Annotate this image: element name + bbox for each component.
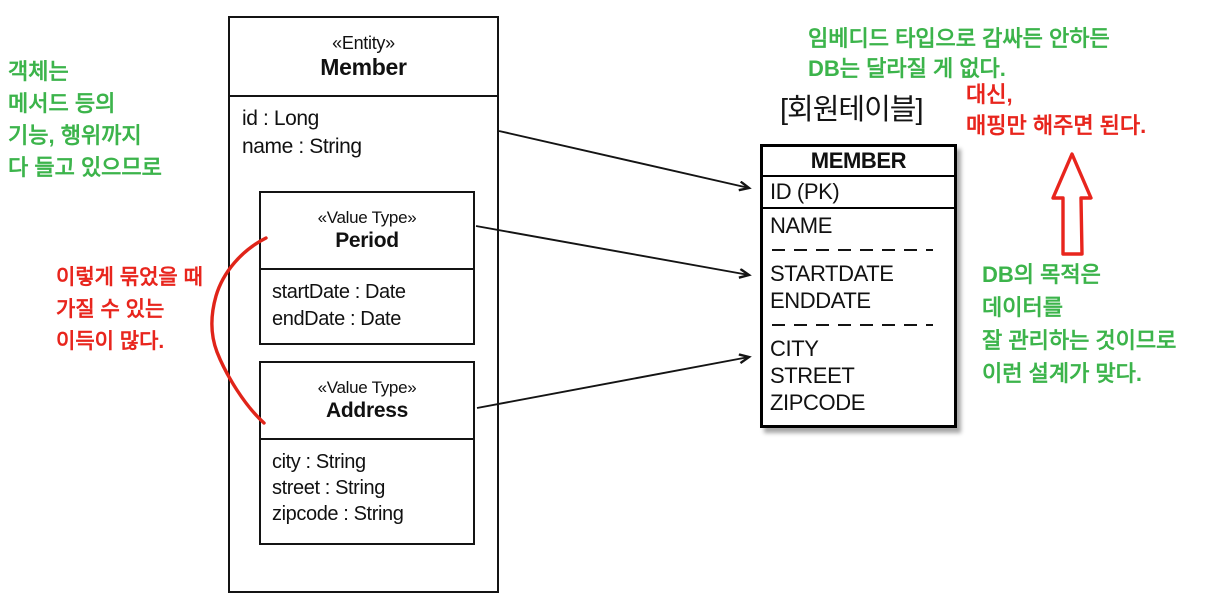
db-column: CITY [770, 336, 819, 361]
annotation-line: 대신, [966, 82, 1013, 107]
uml-attribute: city : String [272, 451, 366, 473]
uml-attribute: zipcode : String [272, 503, 404, 525]
annotation-line: 객체는 [8, 59, 69, 84]
annotation-line: 잘 관리하는 것이므로 [982, 328, 1177, 353]
uml-period-stereotype: «Value Type» [317, 208, 417, 227]
dashed-divider [772, 324, 933, 326]
annotation-left-red: 이렇게 묶었을 때 가질 수 있는 이득이 많다. [56, 262, 203, 358]
mapping-arrow-address-to-city [476, 357, 749, 409]
uml-attribute: street : String [272, 477, 385, 499]
db-table-title: MEMBER [763, 147, 954, 177]
annotation-line: 매핑만 해주면 된다. [966, 113, 1147, 138]
uml-period-header: «Value Type» Period [261, 193, 473, 270]
annotation-line: 이렇게 묶었을 때 [56, 266, 203, 289]
annotation-top-green: 임베디드 타입으로 감싸든 안하든 DB는 달라질 게 없다. [808, 24, 1110, 84]
annotation-line: 데이터를 [982, 295, 1063, 320]
uml-class-address: «Value Type» Address city : String stree… [259, 361, 475, 545]
uml-attribute: startDate : Date [272, 281, 406, 303]
annotation-line: 이런 설계가 맞다. [982, 361, 1143, 386]
uml-attribute: endDate : Date [272, 308, 401, 330]
db-column: ENDDATE [770, 288, 871, 313]
mapping-arrow-period-to-dates [475, 225, 749, 275]
uml-period-attributes: startDate : Date endDate : Date [261, 270, 473, 342]
uml-address-header: «Value Type» Address [261, 363, 473, 440]
uml-member-stereotype: «Entity» [332, 33, 395, 53]
annotation-line: 다 들고 있으므로 [8, 155, 162, 180]
uml-member-name: Member [320, 54, 407, 80]
db-table-body: NAME STARTDATE ENDDATE CITY STREET ZIPCO… [763, 209, 954, 416]
annotation-line: 기능, 행위까지 [8, 123, 142, 148]
dashed-divider [772, 249, 933, 251]
mapping-arrow-member-to-id [498, 130, 749, 188]
uml-address-name: Address [326, 399, 408, 422]
red-up-arrow [1051, 152, 1093, 256]
db-table-pk-row: ID (PK) [763, 177, 954, 209]
db-column: NAME [770, 213, 832, 238]
uml-member-attributes: id : Long name : String [230, 97, 497, 169]
annotation-left-green: 객체는 메서드 등의 기능, 행위까지 다 들고 있으므로 [8, 56, 162, 184]
uml-attribute: name : String [242, 135, 362, 158]
annotation-mid-red: 대신, 매핑만 해주면 된다. [966, 79, 1146, 141]
table-label: [회원테이블] [780, 94, 924, 126]
annotation-line: 이득이 많다. [56, 330, 165, 353]
uml-address-attributes: city : String street : String zipcode : … [261, 440, 473, 536]
db-column: ZIPCODE [770, 390, 865, 415]
uml-member-header: «Entity» Member [230, 18, 497, 97]
db-column: STREET [770, 363, 855, 388]
annotation-line: 임베디드 타입으로 감싸든 안하든 [808, 26, 1110, 51]
uml-attribute: id : Long [242, 107, 319, 130]
annotation-line: 메서드 등의 [8, 91, 116, 116]
uml-address-stereotype: «Value Type» [317, 378, 417, 397]
annotation-line: 가질 수 있는 [56, 298, 165, 321]
uml-period-name: Period [335, 229, 399, 252]
uml-class-period: «Value Type» Period startDate : Date end… [259, 191, 475, 345]
db-table-member: MEMBER ID (PK) NAME STARTDATE ENDDATE CI… [760, 144, 957, 428]
db-column: STARTDATE [770, 261, 894, 286]
annotation-right-green: DB의 목적은 데이터를 잘 관리하는 것이므로 이런 설계가 맞다. [982, 258, 1176, 390]
annotation-line: DB의 목적은 [982, 262, 1101, 287]
annotation-line: DB는 달라질 게 없다. [808, 56, 1006, 81]
